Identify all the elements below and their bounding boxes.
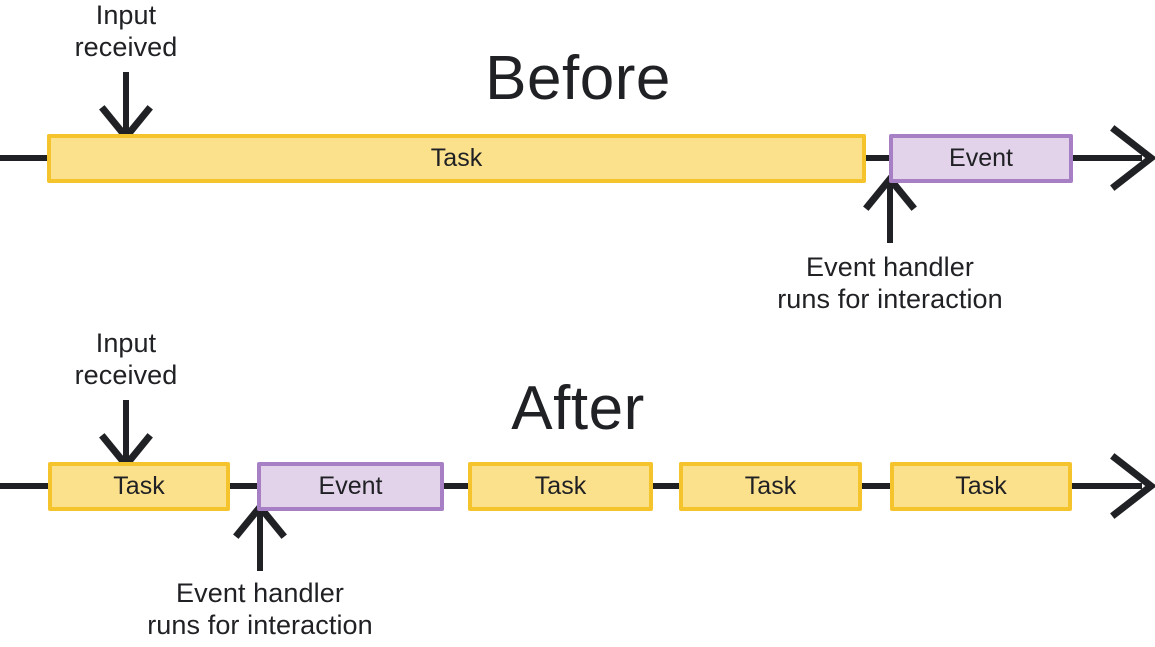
before-section-title: Before	[485, 44, 671, 113]
before-event-block[interactable]: Event	[889, 134, 1073, 183]
after-task-block-4[interactable]: Task	[890, 462, 1072, 511]
before-handler-arrow-head	[863, 173, 917, 211]
before-task-block[interactable]: Task	[47, 134, 866, 183]
before-event-handler-label: Event handler runs for interaction	[777, 252, 1003, 314]
after-event-handler-label: Event handler runs for interaction	[147, 578, 373, 640]
after-task-block-1-label: Task	[113, 472, 165, 500]
after-task-block-3[interactable]: Task	[679, 462, 862, 511]
before-input-arrow-head	[99, 105, 153, 143]
after-task-block-4-label: Task	[955, 472, 1007, 500]
after-section-title: After	[511, 374, 645, 443]
before-input-received-label: Input received	[74, 0, 178, 62]
before-task-block-label: Task	[430, 144, 483, 172]
after-input-received-label: Input received	[74, 328, 178, 390]
after-handler-arrow-head	[233, 501, 287, 539]
before-event-block-label: Event	[949, 144, 1013, 172]
after-task-block-1[interactable]: Task	[48, 462, 230, 511]
after-event-block-label: Event	[318, 472, 383, 500]
before-axis-arrowhead	[1110, 125, 1155, 191]
after-task-block-2[interactable]: Task	[468, 462, 653, 511]
after-task-block-2-label: Task	[534, 472, 587, 500]
after-task-block-3-label: Task	[744, 472, 797, 500]
after-event-block[interactable]: Event	[257, 462, 444, 511]
after-input-arrow-head	[99, 433, 153, 471]
after-axis-arrowhead	[1110, 453, 1155, 519]
